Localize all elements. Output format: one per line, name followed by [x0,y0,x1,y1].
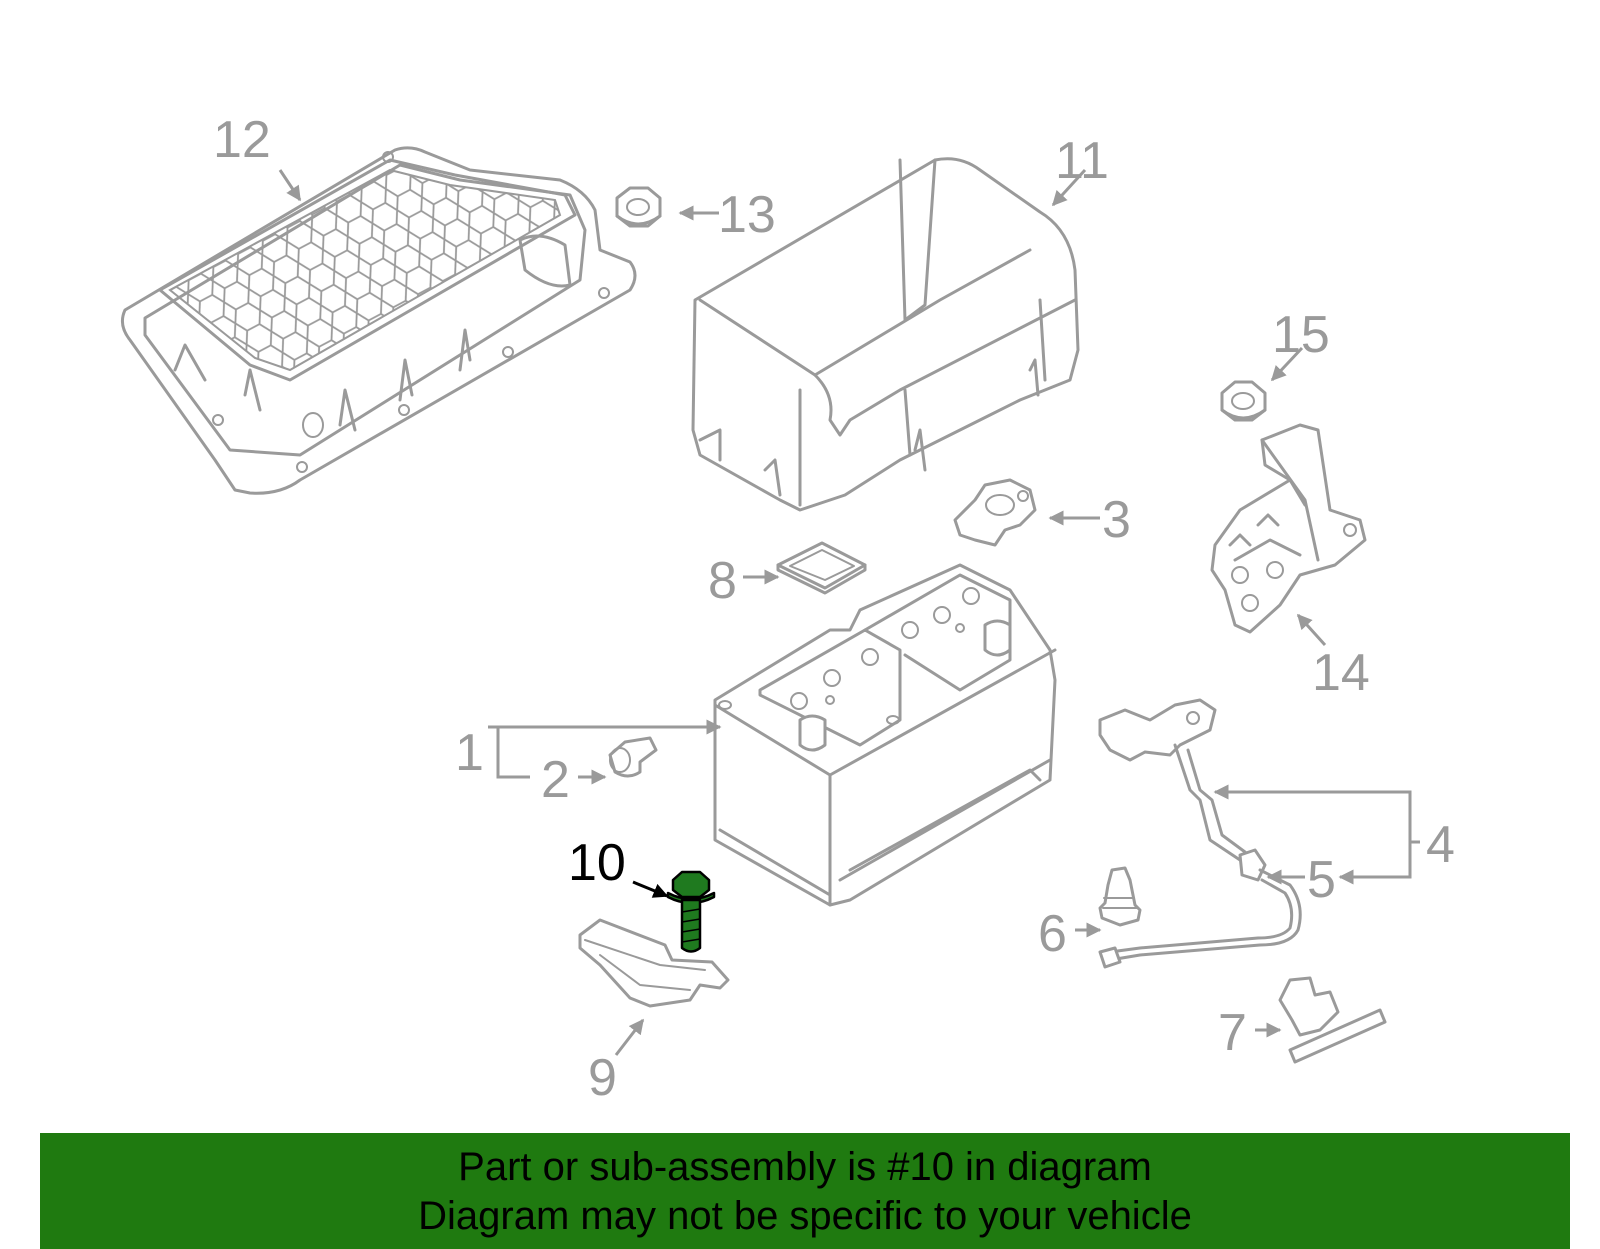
callout-10-highlighted: 10 [568,834,626,892]
callout-9: 9 [588,1049,617,1107]
callout-2: 2 [541,751,570,809]
part-info-banner: Part or sub-assembly is #10 in diagram D… [40,1133,1570,1249]
callout-4: 4 [1426,816,1455,874]
callout-3: 3 [1102,491,1131,549]
part-2-plug [608,736,658,778]
callout-13: 13 [718,186,776,244]
callout-14: 14 [1312,644,1370,702]
part-13-nut [615,186,662,228]
part-9-bracket [578,918,730,1008]
part-3-terminal-clamp [953,478,1037,547]
callout-15: 15 [1272,306,1330,364]
banner-line-part-number: Part or sub-assembly is #10 in diagram [458,1145,1152,1189]
part-7-holder [1278,976,1387,1064]
part-15-nut [1220,380,1267,422]
callout-5: 5 [1307,851,1336,909]
part-1-battery [713,563,1057,907]
callout-6: 6 [1038,905,1067,963]
part-12-battery-cover [120,146,637,495]
callout-12: 12 [213,111,271,169]
part-14-junction-bracket [1210,423,1367,634]
part-4-cable [1098,698,1302,969]
part-8-pad [776,541,867,595]
callout-7: 7 [1218,1004,1247,1062]
banner-line-disclaimer: Diagram may not be specific to your vehi… [418,1194,1192,1238]
part-10-bolt-highlighted [666,870,716,953]
callout-1: 1 [455,724,484,782]
part-11-battery-box [691,157,1080,512]
callout-8: 8 [708,552,737,610]
leader-lines [278,168,1420,1056]
callout-11: 11 [1055,132,1109,190]
part-6-clip [1098,866,1142,927]
